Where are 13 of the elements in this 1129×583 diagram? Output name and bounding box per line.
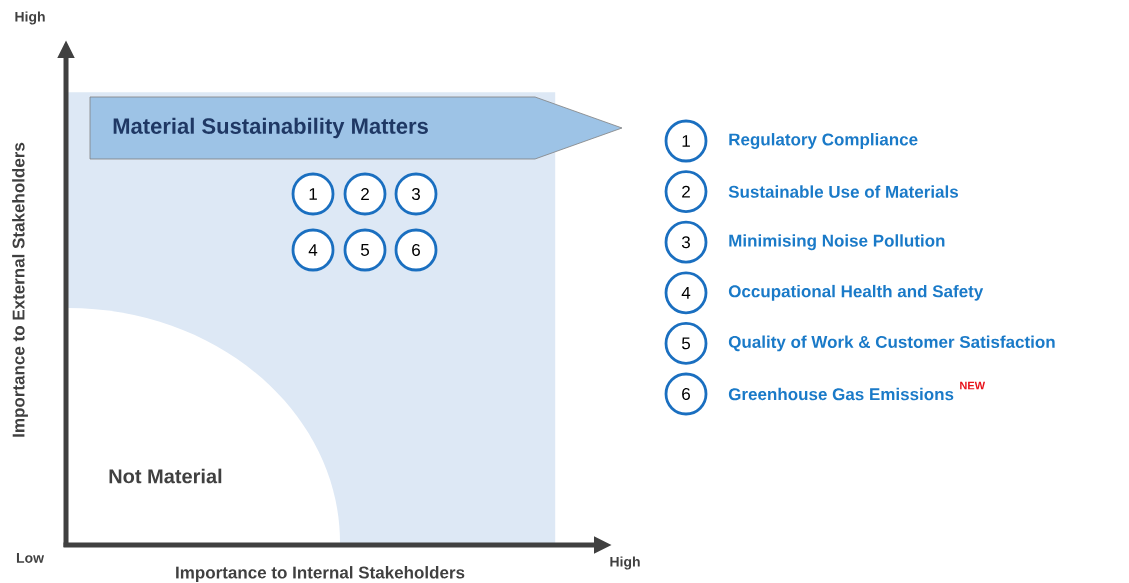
not-material-region: Not Material xyxy=(68,308,340,543)
item-label: Sustainable Use of Materials xyxy=(728,185,958,198)
axis-title: Importance to Internal Stakeholders xyxy=(176,566,465,582)
axis-title: Importance to External Stakeholders xyxy=(12,142,28,437)
axis-end-label: High xyxy=(15,11,45,25)
item-label: Quality of Work & Customer Satisfaction xyxy=(728,335,1055,352)
axis-end-label: Low xyxy=(16,553,45,563)
item-label: Regulatory Compliance xyxy=(729,133,918,149)
item-label: Occupational Health and Safety xyxy=(728,284,984,301)
item-label: Greenhouse Gas Emissions xyxy=(728,387,954,401)
new-tag: NEW xyxy=(960,381,986,390)
axis-end-label: High xyxy=(610,556,640,570)
item-label: Minimising Noise Pollution xyxy=(729,234,945,251)
